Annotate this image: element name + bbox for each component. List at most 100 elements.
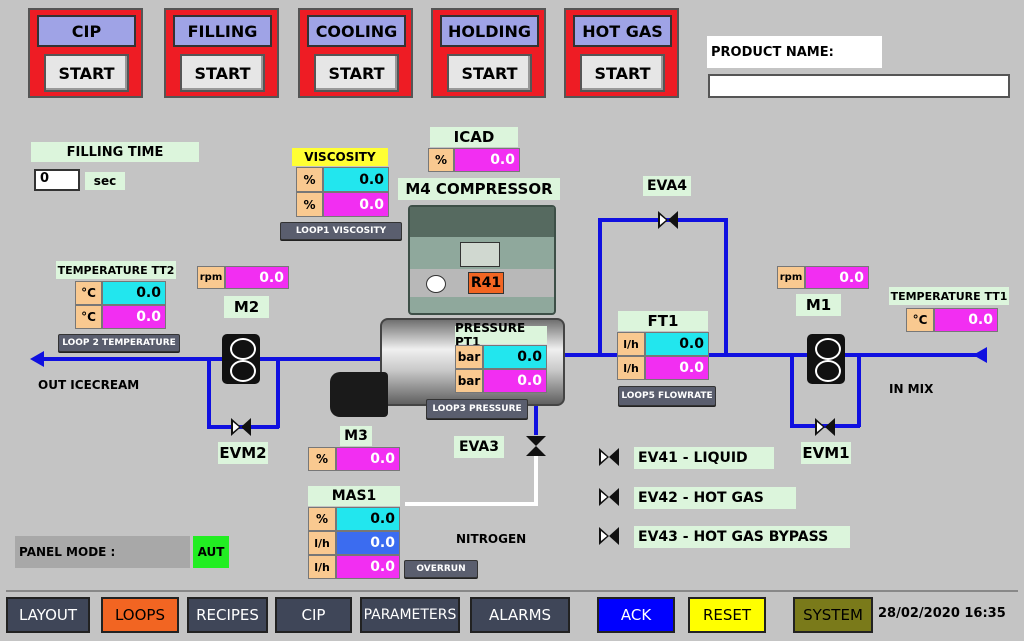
ev43-label: EV43 - HOT GAS BYPASS bbox=[634, 526, 850, 548]
panel-mode-value: AUT bbox=[193, 536, 229, 568]
in-mix-label: IN MIX bbox=[889, 382, 934, 396]
viscosity-value-1: 0.0 bbox=[323, 167, 389, 192]
evm2-label: EVM2 bbox=[218, 442, 268, 464]
tt1-label: TEMPERATURE TT1 bbox=[889, 287, 1009, 305]
ft1-value-2: 0.0 bbox=[645, 356, 709, 380]
evm1-pipe-bottom bbox=[790, 424, 860, 428]
ev42-label: EV42 - HOT GAS bbox=[634, 487, 796, 509]
evm2-valve-icon[interactable] bbox=[230, 417, 252, 437]
nav-alarms-button[interactable]: ALARMS bbox=[470, 597, 570, 633]
ft1-value-1: 0.0 bbox=[645, 332, 709, 356]
mode-cip: CIP START bbox=[28, 8, 143, 98]
mode-cooling-title: COOLING bbox=[307, 15, 406, 47]
filling-start-button[interactable]: START bbox=[180, 54, 265, 92]
mas1-value-3: 0.0 bbox=[336, 555, 400, 579]
nav-layout-button[interactable]: LAYOUT bbox=[6, 597, 90, 633]
panel-mode-label: PANEL MODE : bbox=[15, 536, 190, 568]
nav-recipes-button[interactable]: RECIPES bbox=[187, 597, 268, 633]
pt1-value-1: 0.0 bbox=[483, 345, 547, 369]
viscosity-unit-2: % bbox=[296, 192, 323, 217]
m2-label: M2 bbox=[224, 296, 269, 318]
loop5-flowrate-button[interactable]: LOOP5 FLOWRATE bbox=[618, 386, 716, 406]
evm1-pipe-right bbox=[857, 355, 861, 427]
filling-time-label: FILLING TIME bbox=[31, 142, 199, 162]
eva3-label: EVA3 bbox=[454, 436, 504, 458]
loop2-temperature-button[interactable]: LOOP 2 TEMPERATURE bbox=[58, 334, 180, 352]
evm1-valve-icon[interactable] bbox=[814, 417, 836, 437]
eva3-valve-icon[interactable] bbox=[525, 435, 547, 457]
mas1-label: MAS1 bbox=[308, 486, 400, 506]
m3-motor-icon[interactable] bbox=[330, 372, 388, 417]
mode-hot-gas: HOT GAS START bbox=[564, 8, 679, 98]
eva4-label: EVA4 bbox=[643, 176, 691, 196]
tt1-unit: °C bbox=[906, 308, 934, 332]
m2-unit: rpm bbox=[197, 266, 225, 289]
product-name-field[interactable] bbox=[708, 74, 1010, 98]
mode-filling: FILLING START bbox=[164, 8, 279, 98]
inlet-arrow-icon bbox=[973, 347, 987, 363]
nav-cip-button[interactable]: CIP bbox=[275, 597, 352, 633]
icad-unit: % bbox=[428, 148, 454, 172]
ft1-unit-1: l/h bbox=[617, 332, 645, 356]
evm1-label: EVM1 bbox=[801, 442, 851, 464]
m3-unit: % bbox=[308, 447, 336, 471]
compressor-icon[interactable]: R41 bbox=[408, 205, 556, 315]
tt2-value-2: 0.0 bbox=[102, 305, 166, 329]
pt1-unit-2: bar bbox=[455, 369, 483, 393]
eva4-valve-icon[interactable] bbox=[657, 210, 679, 230]
mas1-unit-2: l/h bbox=[308, 531, 336, 555]
filling-time-unit: sec bbox=[85, 172, 125, 190]
outlet-arrow-icon bbox=[30, 351, 44, 367]
ev41-valve-icon[interactable] bbox=[598, 447, 620, 467]
ev42-valve-icon[interactable] bbox=[598, 487, 620, 507]
pt1-unit-1: bar bbox=[455, 345, 483, 369]
filling-time-input[interactable]: 0 bbox=[34, 169, 80, 191]
mas1-unit-3: l/h bbox=[308, 555, 336, 579]
nitrogen-pipe-v bbox=[534, 455, 538, 505]
system-button[interactable]: SYSTEM bbox=[793, 597, 873, 633]
m2-pump-icon[interactable] bbox=[222, 334, 260, 384]
m1-pump-icon[interactable] bbox=[807, 334, 845, 384]
ft1-unit-2: l/h bbox=[617, 356, 645, 380]
tt2-unit-1: °C bbox=[75, 281, 102, 305]
icad-label: ICAD bbox=[430, 127, 518, 147]
viscosity-value-2: 0.0 bbox=[323, 192, 389, 217]
loop3-pressure-button[interactable]: LOOP3 PRESSURE bbox=[426, 399, 528, 419]
mode-filling-title: FILLING bbox=[173, 15, 272, 47]
loop1-viscosity-button[interactable]: LOOP1 VISCOSITY bbox=[280, 222, 402, 240]
cip-start-button[interactable]: START bbox=[44, 54, 129, 92]
m3-value: 0.0 bbox=[336, 447, 400, 471]
cooling-start-button[interactable]: START bbox=[314, 54, 399, 92]
holding-start-button[interactable]: START bbox=[447, 54, 532, 92]
hot-gas-start-button[interactable]: START bbox=[580, 54, 665, 92]
m1-label: M1 bbox=[796, 294, 841, 316]
mode-holding: HOLDING START bbox=[431, 8, 546, 98]
pt1-label: PRESSURE PT1 bbox=[455, 321, 547, 349]
nitrogen-pipe-h bbox=[405, 502, 538, 506]
viscosity-label: VISCOSITY bbox=[292, 148, 388, 166]
tt2-value-1: 0.0 bbox=[102, 281, 166, 305]
tt2-unit-2: °C bbox=[75, 305, 102, 329]
mas1-value-2: 0.0 bbox=[336, 531, 400, 555]
mas1-unit-1: % bbox=[308, 507, 336, 531]
reset-button[interactable]: RESET bbox=[688, 597, 766, 633]
m3-label: M3 bbox=[340, 426, 372, 446]
icad-value: 0.0 bbox=[454, 148, 520, 172]
nav-parameters-button[interactable]: PARAMETERS bbox=[360, 597, 460, 633]
evm1-pipe-left bbox=[790, 355, 794, 427]
mode-cip-title: CIP bbox=[37, 15, 136, 47]
m4-compressor-label: M4 COMPRESSOR bbox=[398, 178, 560, 200]
footer-divider bbox=[6, 590, 1018, 592]
mode-cooling: COOLING START bbox=[298, 8, 413, 98]
ev43-valve-icon[interactable] bbox=[598, 526, 620, 546]
ev41-label: EV41 - LIQUID bbox=[634, 447, 774, 469]
tt2-label: TEMPERATURE TT2 bbox=[56, 261, 176, 279]
tt1-value: 0.0 bbox=[934, 308, 998, 332]
datetime-display: 28/02/2020 16:35 bbox=[878, 606, 1006, 621]
m2-value: 0.0 bbox=[225, 266, 289, 289]
overrun-button[interactable]: OVERRUN bbox=[404, 560, 478, 578]
nav-loops-button[interactable]: LOOPS bbox=[101, 597, 179, 633]
ack-button[interactable]: ACK bbox=[597, 597, 675, 633]
pt1-value-2: 0.0 bbox=[483, 369, 547, 393]
nitrogen-label: NITROGEN bbox=[456, 532, 527, 546]
